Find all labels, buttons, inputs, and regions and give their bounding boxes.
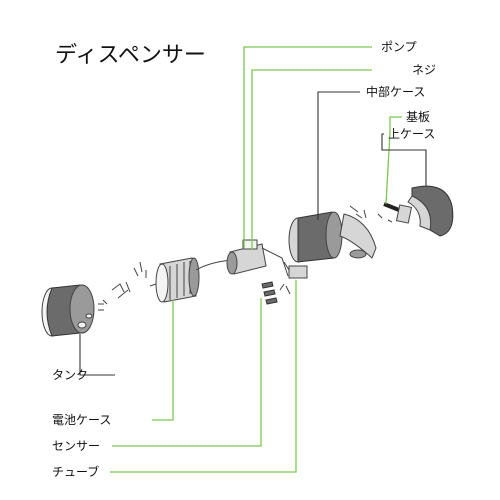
inner-cover-part [339,205,377,259]
tank-leader-line [79,334,115,376]
diagram-title: ディスペンサー [55,43,206,68]
board-label: 基板 [406,110,430,124]
tube-label: チューブ [52,464,99,479]
tank-part [41,284,108,337]
middle-case-part [288,211,343,263]
tube-leader-line [110,280,297,473]
upper-case-leader-line [381,133,427,186]
small-parts-left [111,261,157,299]
board-part [377,202,413,224]
upper-case-label: 上ケース [388,127,435,141]
screw-leader-line [251,69,372,250]
pump-leader-line [243,46,372,248]
middle-case-label: 中部ケース [366,84,425,99]
battery-case-part [155,257,200,303]
pump-part [226,239,308,279]
battery-case-label: 電池ケース [52,413,111,427]
upper-case-part [407,185,454,237]
battery-case-leader-line [152,300,174,421]
screw-label: ネジ [412,63,436,77]
sensor-leader-line [112,298,262,447]
board-leader-line [385,116,402,205]
tank-label: タンク [52,368,88,382]
sensor-part [261,281,291,305]
middle-case-leader-line [317,91,360,220]
pump-label: ポンプ [381,40,417,54]
sensor-label: センサー [52,439,100,453]
